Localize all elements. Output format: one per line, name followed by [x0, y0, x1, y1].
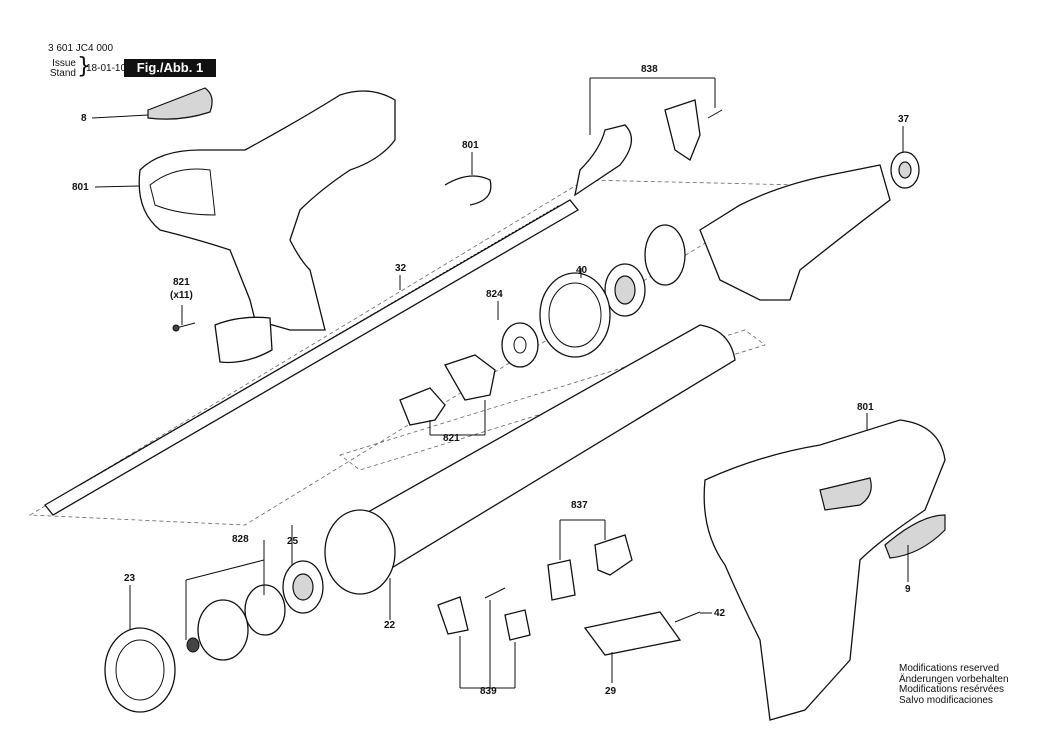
adapter-821 [444, 354, 496, 401]
part-label-837: 837 [571, 500, 588, 511]
part-label-828: 828 [232, 534, 249, 545]
pawl-838 [664, 99, 701, 161]
washer-824 [501, 322, 539, 368]
part-label-838: 838 [641, 64, 658, 75]
part-label-9: 9 [905, 584, 911, 595]
handle-opening [149, 168, 216, 216]
screw-838 [707, 109, 723, 119]
leader-lines [91, 77, 909, 689]
tube-thread-end [324, 509, 396, 595]
note-spanish: Salvo modificaciones [899, 694, 993, 706]
modification-notes: Modifications reserved Änderungen vorbeh… [899, 663, 1009, 706]
nut-828 [186, 637, 200, 653]
disc-828a [244, 584, 286, 636]
assembly-boundary-tube [339, 329, 766, 471]
part-label-22: 22 [384, 620, 396, 631]
part-label-801-clip: 801 [462, 140, 479, 151]
housing-tail-801 [214, 316, 273, 364]
gearbox-flange [644, 224, 686, 286]
gear-hub [898, 161, 912, 179]
housing-half-801 [138, 90, 396, 331]
part-label-23: 23 [124, 573, 136, 584]
threaded-nut-824 [539, 272, 611, 358]
part-label-25: 25 [287, 536, 299, 547]
issue-date: 18-01-10 [86, 63, 127, 74]
note-english: Modifications reserved [899, 663, 1000, 674]
circuit-board-29 [583, 611, 682, 656]
screw-42 [674, 611, 701, 623]
part-label-37: 37 [898, 114, 910, 125]
figure-badge: Fig./Abb. 1 [124, 59, 216, 77]
brace-glyph: } [77, 54, 91, 79]
part-label-821-adapter: 821 [443, 433, 460, 444]
rod-thread [79, 204, 561, 486]
part-label-824: 824 [486, 289, 503, 300]
end-cap-inner [115, 639, 165, 701]
part-label-801: 801 [72, 182, 89, 193]
part-label-40: 40 [576, 265, 588, 276]
part-label-821: 821 [173, 277, 190, 288]
lever-838 [574, 124, 632, 197]
part-label-821-qty: (x11) [170, 290, 193, 301]
part-label-839: 839 [480, 686, 497, 697]
housing-window [819, 477, 872, 511]
switch-cap-837 [547, 559, 576, 601]
label-plate-8 [147, 87, 213, 120]
switch-837 [594, 534, 633, 576]
part-label-32: 32 [395, 263, 407, 274]
bearing-inner [292, 573, 314, 601]
part-label-801-right: 801 [857, 402, 874, 413]
note-french: Modifications resérvées [899, 684, 1005, 695]
screw-head [172, 324, 180, 332]
contact-839 [504, 609, 531, 641]
stand-label: Stand [49, 68, 76, 79]
piston-plate-828 [197, 599, 249, 661]
slider-839 [437, 596, 469, 635]
retaining-clip-801 [444, 175, 492, 206]
label-plate-9 [884, 514, 946, 559]
part-label-29: 29 [605, 686, 617, 697]
part-label-8: 8 [81, 113, 87, 124]
housing-half-801-right [703, 419, 946, 721]
cartridge-tube-22 [344, 324, 736, 576]
spring-839 [484, 587, 506, 599]
bushing-821 [399, 387, 446, 426]
seal-40-inner [614, 275, 636, 305]
document-number: 3 601 JC4 000 [48, 43, 114, 54]
part-label-42: 42 [714, 608, 726, 619]
note-german: Änderungen vorbehalten [899, 673, 1009, 685]
nut-inner [548, 282, 602, 348]
issue-label: Issue [52, 58, 76, 69]
gearbox-motor [699, 164, 891, 301]
washer-hole [513, 336, 527, 354]
